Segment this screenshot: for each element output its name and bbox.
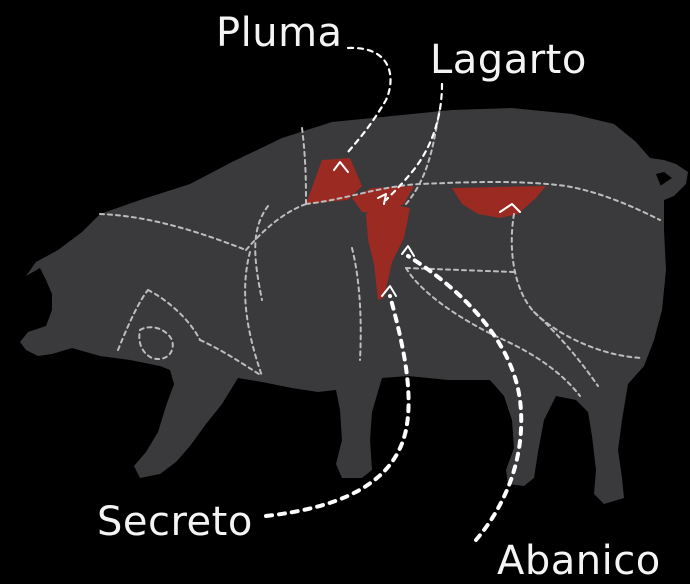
abanico-label: Abanico: [497, 541, 661, 581]
lagarto-label: Lagarto: [430, 40, 587, 80]
pluma-label: Pluma: [216, 13, 343, 53]
secreto-label: Secreto: [97, 502, 253, 542]
